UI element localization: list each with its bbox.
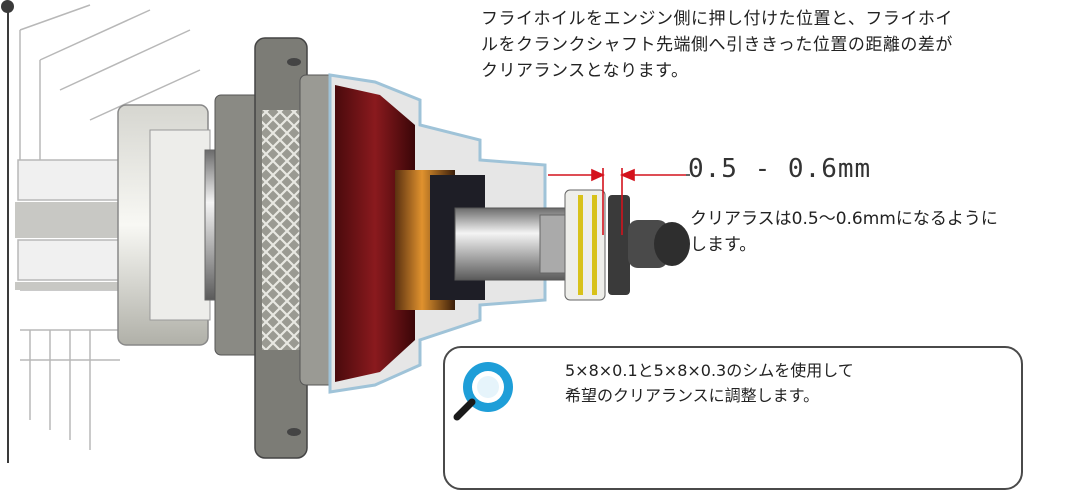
timeline-dot (1, 0, 14, 13)
timeline-line (7, 6, 9, 463)
tip-text: 5×8×0.1と5×8×0.3のシムを使用して 希望のクリアランスに調整します。 (565, 361, 854, 405)
intro-text: フライホイルをエンジン側に押し付けた位置と、フライホイ ルをクランクシャフト先端… (481, 9, 953, 81)
magnifier-icon (453, 362, 513, 421)
clearance-note: クリアラスは0.5〜0.6mmになるように します。 (690, 209, 998, 255)
clearance-label: 0.5 - 0.6mm (688, 154, 872, 184)
